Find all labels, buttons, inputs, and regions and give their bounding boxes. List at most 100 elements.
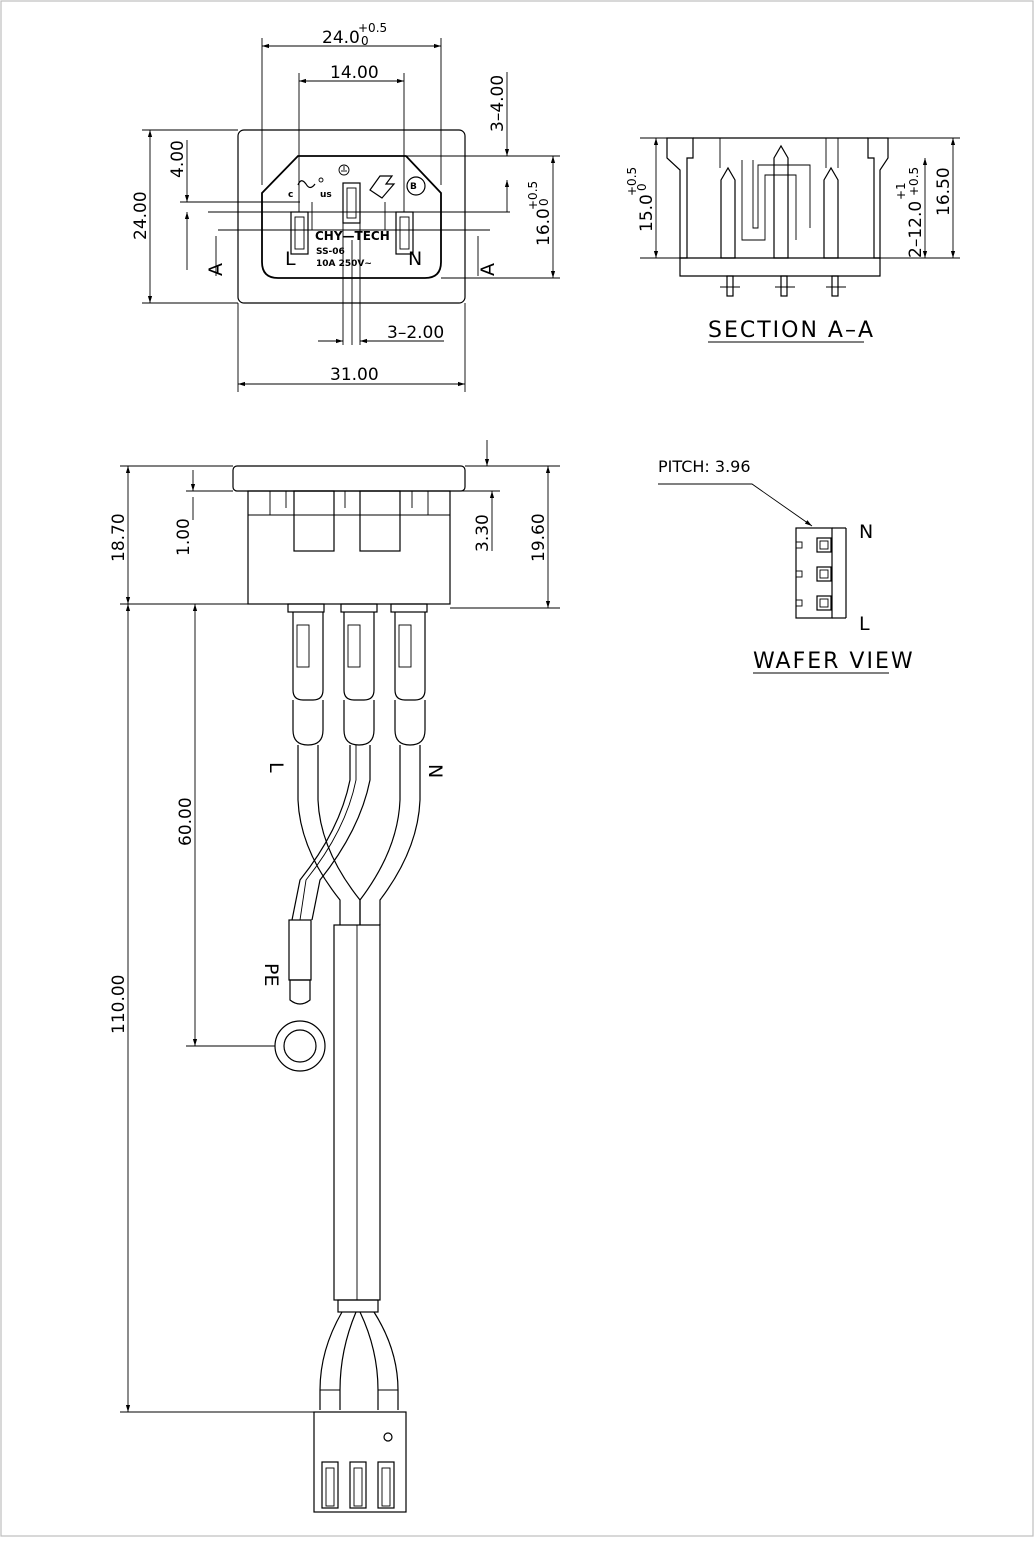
dimension-text: +0.5	[625, 167, 639, 196]
drawing-rect	[819, 540, 829, 550]
drawing-rect	[381, 1467, 391, 1507]
wafer-label-n: N	[859, 521, 873, 543]
terminal-l	[287, 603, 325, 746]
socket-cavity	[261, 155, 442, 279]
side-view: L N PE 18.70 1.00 3.30 19.60 60.00 110.0…	[109, 440, 560, 1513]
dimension-text: B	[410, 182, 417, 192]
drawing-path	[867, 137, 889, 259]
drawing-path	[379, 745, 421, 925]
drawing-circle	[283, 1029, 317, 1063]
wire-label-n: N	[424, 764, 446, 778]
drawing-path	[679, 257, 881, 277]
ul-mark-icon: c us	[288, 177, 332, 200]
brand-text: CHY—TECH	[315, 229, 390, 243]
dimension-text: 15.0	[637, 194, 657, 232]
drawing-rect	[337, 1299, 379, 1313]
front-view: c us B CHY—TECH SS-06 10A 250V~ L N	[131, 21, 560, 392]
drawing-path	[823, 166, 839, 259]
wafer-title: WAFER VIEW	[753, 649, 915, 674]
dimension-text: 16.0	[534, 208, 554, 246]
drawing-rect	[795, 541, 803, 549]
drawing-path	[773, 144, 789, 259]
drawing-rect	[795, 599, 803, 607]
drawing-path	[297, 745, 341, 925]
drawing-rect	[780, 275, 788, 297]
drawing-rect	[353, 1467, 363, 1507]
dimension-text: 110.00	[109, 975, 129, 1034]
drawing-rect	[287, 603, 325, 613]
drawing-rect	[321, 1461, 339, 1509]
drawing-rect	[398, 624, 412, 668]
pin-label-l: L	[285, 248, 296, 270]
drawing-rect	[247, 490, 451, 605]
drawing-path	[292, 700, 324, 746]
drawing-rect	[726, 275, 734, 297]
ce-mark-icon	[369, 175, 396, 199]
drawing-circle	[406, 176, 426, 196]
wafer-label-l: L	[859, 613, 870, 635]
drawing-path	[319, 1311, 343, 1410]
dimension-text: 24.00	[131, 191, 151, 240]
dimension-text: 3–2.00	[387, 323, 444, 343]
drawing-rect	[359, 490, 401, 552]
drawing-path	[311, 745, 371, 921]
dimension-text: 1.00	[174, 518, 194, 556]
drawing-path	[359, 1311, 379, 1410]
dimension-text: 18.70	[109, 513, 129, 562]
dimension-text: 0	[537, 198, 551, 206]
drawing-rect	[795, 527, 833, 619]
drawing-rect	[349, 1461, 367, 1509]
drawing-path	[720, 166, 736, 259]
drawing-rect	[288, 919, 312, 981]
drawing-path	[369, 175, 396, 199]
drawing-path	[299, 745, 357, 921]
drawing-path	[658, 483, 813, 527]
drawing-rect	[816, 537, 832, 553]
drawing-rect	[347, 624, 361, 668]
drawing-rect	[232, 465, 466, 492]
ccc-mark-icon: B	[406, 176, 426, 196]
drawing-path	[291, 745, 351, 921]
drawing-rect	[294, 216, 305, 250]
dimension-text: 0	[361, 34, 369, 48]
terminal-n	[390, 603, 428, 746]
drawing-rect	[293, 490, 335, 552]
dimension-text: 24.0	[322, 28, 360, 48]
dimension-text: 14.00	[330, 63, 379, 83]
drawing-path	[317, 745, 361, 925]
dimension-text: +1	[894, 182, 908, 200]
ground-symbol-icon	[338, 164, 350, 176]
drawing-rect	[816, 595, 832, 611]
drawing-path	[343, 700, 375, 746]
drawing-rect	[831, 275, 839, 297]
drawing-rect	[390, 603, 428, 613]
drawing-rect	[819, 569, 829, 579]
drawing-path	[297, 180, 316, 189]
section-view: 15.0 +0.5 0 2–12.0 +1 +0.5 16.50 SECTION…	[625, 137, 960, 343]
wafer-housing	[313, 1411, 407, 1513]
drawing-path	[343, 612, 375, 701]
drawing-path	[394, 612, 426, 701]
drawing-circle	[338, 164, 350, 176]
drawing-rect	[399, 216, 410, 250]
drawing-path	[339, 1311, 357, 1410]
drawing-rect	[340, 603, 378, 613]
pitch-label: PITCH: 3.96	[658, 457, 751, 476]
drawing-path	[373, 1311, 399, 1410]
wire-label-pe: PE	[260, 963, 282, 986]
drawing-rect	[795, 570, 803, 578]
rating-text: 10A 250V~	[316, 259, 372, 269]
wafer-view: PITCH: 3.96 N L WAFER VIEW	[658, 457, 915, 674]
dimension-text: +0.5	[358, 21, 387, 35]
terminal-pe	[340, 603, 378, 746]
dimension-text: us	[320, 190, 332, 200]
drawing-circle	[383, 1432, 393, 1442]
wire-label-l: L	[265, 762, 287, 773]
pin-label-n: N	[408, 248, 422, 270]
drawing-rect	[325, 1467, 335, 1507]
section-marker-left: A	[205, 263, 227, 276]
dimension-text: c	[288, 190, 293, 200]
